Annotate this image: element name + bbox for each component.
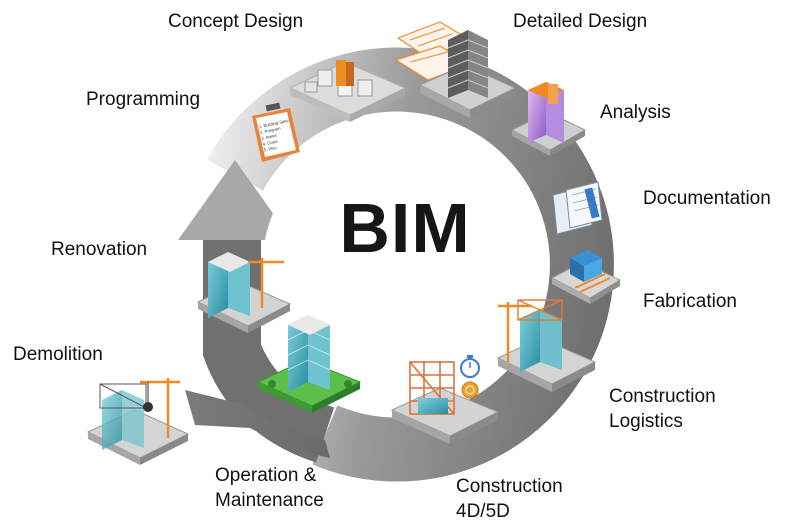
bim-center-title: BIM <box>339 189 471 267</box>
svg-text:3. Areas: 3. Areas <box>261 133 277 141</box>
svg-text:1. Building Spec: 1. Building Spec <box>258 118 289 129</box>
concept-design-illustration <box>288 60 407 122</box>
label-programming: Programming <box>86 89 201 110</box>
fabrication-illustration <box>550 250 622 304</box>
construction-logistics-illustration <box>496 299 597 392</box>
documentation-illustration <box>552 181 603 235</box>
label-construction-4d5d: Construction 4D/5D <box>456 474 563 524</box>
programming-document-text: 1. Building Spec 2. Program 3. Areas 4. … <box>258 118 289 153</box>
label-construction-4d5d-line2: 4D/5D <box>456 501 510 522</box>
label-demolition: Demolition <box>13 344 103 365</box>
operation-maintenance-illustration <box>256 315 362 413</box>
svg-text:4. Costs: 4. Costs <box>262 139 278 147</box>
renovation-illustration <box>196 252 292 333</box>
demolition-illustration <box>86 378 190 465</box>
wrecking-ball-icon <box>143 402 153 412</box>
label-construction-4d5d-line1: Construction <box>456 476 563 497</box>
label-operation-maintenance: Operation & Maintenance <box>215 463 324 513</box>
svg-text:2. Program: 2. Program <box>260 126 282 135</box>
label-fabrication: Fabrication <box>643 291 737 312</box>
label-detailed-design: Detailed Design <box>513 11 648 32</box>
programming-clipboard-illustration: 1. Building Spec 2. Program 3. Areas 4. … <box>252 102 300 162</box>
label-analysis: Analysis <box>600 102 671 123</box>
label-concept-design: Concept Design <box>168 11 304 32</box>
svg-text:5. Plan: 5. Plan <box>263 145 277 153</box>
label-operation-line1: Operation & <box>215 465 317 486</box>
label-operation-line2: Maintenance <box>215 490 324 511</box>
label-construction-logistics-line2: Logistics <box>609 411 683 432</box>
detailed-design-illustration <box>394 21 517 118</box>
analysis-illustration <box>510 82 587 156</box>
label-construction-logistics-line1: Construction <box>609 386 716 407</box>
construction-4d5d-illustration <box>390 355 500 444</box>
coin-icon <box>461 381 479 399</box>
label-documentation: Documentation <box>643 188 771 209</box>
label-renovation: Renovation <box>51 239 148 260</box>
label-construction-logistics: Construction Logistics <box>609 384 716 434</box>
